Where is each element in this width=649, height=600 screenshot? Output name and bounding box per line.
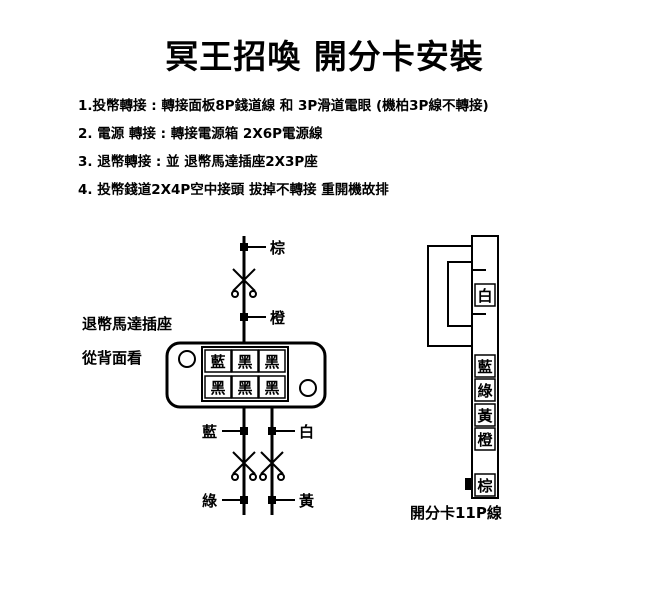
label-blue: 藍 xyxy=(202,423,217,441)
instruction-item: 2. 電源 轉接 : 轉接電源箱 2X6P電源線 xyxy=(78,126,323,142)
page-title: 冥王招喚 開分卡安裝 xyxy=(165,37,484,76)
pin-cell xyxy=(231,349,259,373)
label-white: 白 xyxy=(299,423,314,441)
jumper-wire xyxy=(447,261,472,327)
pin-label: 棕 xyxy=(477,477,492,495)
caption-11p-wire: 開分卡11P線 xyxy=(410,504,502,522)
pin-label: 藍 xyxy=(210,353,225,371)
pin-cell xyxy=(204,349,232,373)
wire-node-yellow xyxy=(268,496,276,504)
pin-label: 綠 xyxy=(477,382,493,400)
caption-motor-socket: 退幣馬達插座 xyxy=(82,315,172,333)
pin-label: 藍 xyxy=(477,358,492,376)
label-green: 綠 xyxy=(202,492,218,510)
pin-label: 黑 xyxy=(264,353,279,371)
mount-hole-icon xyxy=(178,350,196,368)
instruction-item: 1.投幣轉接 : 轉接面板8P錢道線 和 3P滑道電眼 (機柏3P線不轉接) xyxy=(78,98,489,114)
connector-pin-block xyxy=(201,346,289,402)
wire-node-blue xyxy=(240,427,248,435)
wire-node-white xyxy=(268,427,276,435)
instruction-item: 4. 投幣錢道2X4P空中接頭 拔掉不轉接 重開機故排 xyxy=(78,182,389,198)
pin-label: 黃 xyxy=(477,407,492,425)
mount-hole-icon xyxy=(299,379,317,397)
caption-back-view: 從背面看 xyxy=(81,349,142,367)
pin-label: 黑 xyxy=(237,353,252,371)
pin-label: 黑 xyxy=(264,379,279,397)
pin-cell xyxy=(474,427,496,451)
pin-cell xyxy=(258,375,286,399)
label-orange: 橙 xyxy=(270,309,286,327)
label-yellow: 黃 xyxy=(299,492,314,510)
scissors-icon xyxy=(259,451,285,481)
pin-label: 白 xyxy=(477,287,492,305)
pin-cell xyxy=(474,354,496,378)
pin-cell xyxy=(231,375,259,399)
pin-cell xyxy=(258,349,286,373)
label-brown: 棕 xyxy=(270,239,285,257)
connector-latch xyxy=(465,478,472,490)
scissors-icon xyxy=(231,451,257,481)
pin-label: 黑 xyxy=(210,379,225,397)
connector-strip xyxy=(471,235,499,499)
pin-cell xyxy=(474,473,496,497)
wire-node-orange xyxy=(240,313,248,321)
wire-node-green xyxy=(240,496,248,504)
instruction-list: 1.投幣轉接 : 轉接面板8P錢道線 和 3P滑道電眼 (機柏3P線不轉接) 2… xyxy=(78,96,489,208)
scissors-icon xyxy=(231,268,257,298)
motor-socket-wiring: 棕 橙 退幣馬達插座 從背面看 藍 黑 黑 黑 黑 黑 xyxy=(81,236,327,515)
pin-label: 橙 xyxy=(477,431,493,449)
wire-node-brown xyxy=(240,243,248,251)
pin-cell xyxy=(204,375,232,399)
instruction-item: 3. 退幣轉接 : 並 退幣馬達插座2X3P座 xyxy=(78,154,318,170)
pin-cell xyxy=(474,403,496,427)
pin-cell xyxy=(474,378,496,402)
card-11p-connector: 白 藍 綠 黃 橙 棕 開分卡11P線 xyxy=(410,235,502,522)
pin-label: 黑 xyxy=(237,379,252,397)
jumper-wire xyxy=(427,245,472,347)
pin-cell xyxy=(474,283,496,307)
